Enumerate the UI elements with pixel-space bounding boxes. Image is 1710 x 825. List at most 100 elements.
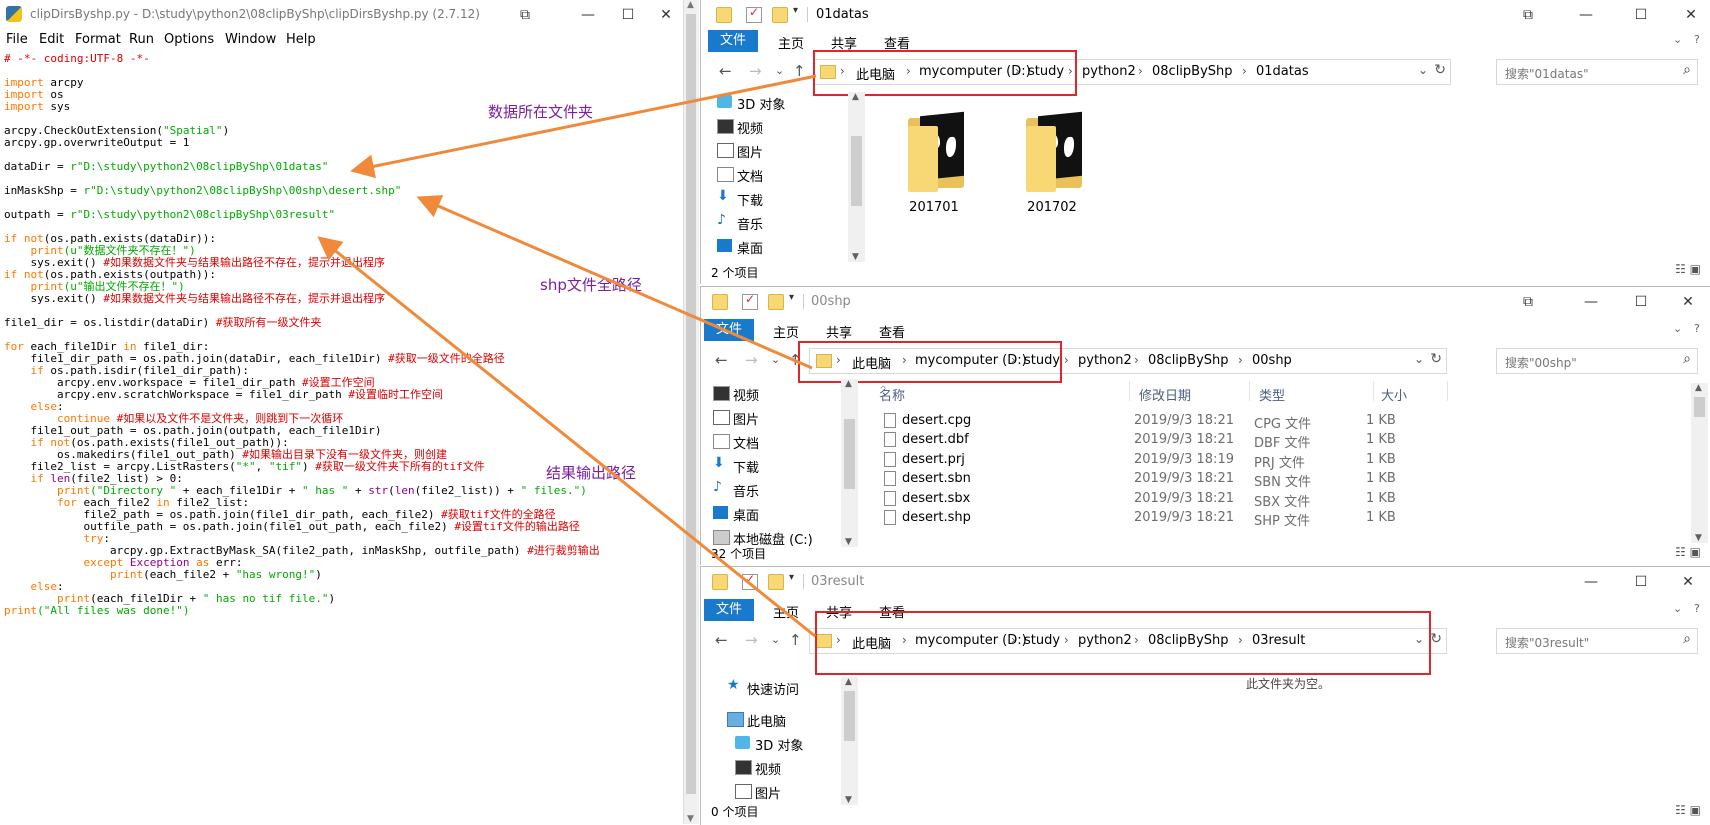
breadcrumb-python2[interactable]: python2 — [1078, 353, 1132, 368]
folder-item[interactable]: 201701 — [894, 108, 974, 215]
search-icon[interactable]: ⌕ — [1683, 631, 1691, 647]
expand-ribbon-icon[interactable]: ⌄ — [1673, 33, 1683, 46]
address-dropdown-icon[interactable]: ⌄ — [1413, 352, 1424, 366]
nav-item-video[interactable]: 视频 — [735, 759, 781, 778]
minimize-button[interactable]: — — [1584, 294, 1598, 310]
tab-view[interactable]: 查看 — [879, 326, 906, 341]
tab-file[interactable]: 文件 — [704, 319, 754, 341]
column-divider[interactable] — [1129, 381, 1130, 401]
nav-item-3d[interactable]: 3D 对象 — [735, 735, 803, 754]
quick-access-dropdown-icon[interactable]: ▾ — [789, 292, 795, 303]
scroll-down-icon[interactable]: ▼ — [845, 795, 852, 805]
scroll-down-icon[interactable]: ▼ — [845, 537, 852, 547]
nav-item-documents[interactable]: 文档 — [717, 166, 763, 185]
breadcrumb-current[interactable]: 03result — [1252, 633, 1306, 648]
breadcrumb-current[interactable]: 01datas — [1256, 64, 1309, 79]
scrollbar-thumb[interactable] — [1694, 397, 1705, 417]
properties-icon[interactable] — [742, 572, 758, 590]
restore-icon[interactable]: ⧉ — [520, 7, 530, 23]
new-folder-icon[interactable] — [768, 294, 784, 310]
nav-item-music[interactable]: ♪音乐 — [717, 212, 763, 233]
nav-pane-scrollbar[interactable]: ▲ ▼ — [841, 677, 858, 805]
new-folder-icon[interactable] — [772, 7, 788, 23]
breadcrumb-python2[interactable]: python2 — [1082, 64, 1136, 79]
breadcrumb-drive-d[interactable]: mycomputer (D:) — [919, 64, 1031, 79]
breadcrumb-python2[interactable]: python2 — [1078, 633, 1132, 648]
tab-file[interactable]: 文件 — [704, 599, 754, 621]
folder-item[interactable]: 201702 — [1012, 108, 1092, 215]
nav-item-pictures[interactable]: 图片 — [717, 142, 763, 161]
tab-home[interactable]: 主页 — [773, 606, 800, 621]
refresh-icon[interactable]: ↻ — [1430, 631, 1442, 647]
nav-pane-scrollbar[interactable]: ▲ ▼ — [841, 379, 858, 547]
scroll-up-icon[interactable]: ▲ — [1695, 383, 1702, 393]
scroll-down-icon[interactable]: ▼ — [852, 252, 859, 262]
address-dropdown-icon[interactable]: ⌄ — [1413, 632, 1424, 646]
nav-item-video[interactable]: 视频 — [717, 118, 763, 137]
scroll-up-icon[interactable]: ▲ — [852, 92, 859, 102]
scroll-up-icon[interactable]: ▲ — [687, 0, 694, 10]
address-dropdown-icon[interactable]: ⌄ — [1417, 63, 1428, 77]
maximize-button[interactable]: ☐ — [1634, 294, 1648, 310]
tab-file[interactable]: 文件 — [708, 30, 758, 52]
column-header-date[interactable]: 修改日期 — [1139, 389, 1192, 404]
scrollbar-thumb[interactable] — [851, 136, 862, 206]
scroll-up-icon[interactable]: ▲ — [845, 677, 852, 687]
breadcrumb-drive-d[interactable]: mycomputer (D:) — [915, 633, 1027, 648]
search-box[interactable]: 搜索"01datas" ⌕ — [1496, 59, 1698, 85]
properties-icon[interactable] — [742, 292, 758, 310]
up-button[interactable]: ↑ — [793, 62, 806, 80]
scroll-down-icon[interactable]: ▼ — [687, 814, 694, 824]
refresh-icon[interactable]: ↻ — [1430, 351, 1442, 367]
view-mode-icons[interactable]: ☷ ▣ — [1675, 545, 1701, 559]
recent-locations-icon[interactable]: ⌄ — [771, 353, 781, 366]
breadcrumb-08clipbyshp[interactable]: 08clipByShp — [1148, 353, 1229, 368]
menu-format[interactable]: Format — [75, 32, 121, 47]
close-button[interactable]: ✕ — [1682, 294, 1694, 310]
back-button[interactable]: ← — [715, 351, 728, 369]
nav-item-pictures[interactable]: 图片 — [713, 409, 759, 428]
restore-icon[interactable]: ⧉ — [1523, 294, 1533, 310]
help-icon[interactable]: ? — [1694, 602, 1700, 615]
breadcrumb-current[interactable]: 00shp — [1252, 353, 1292, 368]
column-divider[interactable] — [1373, 381, 1374, 401]
menu-help[interactable]: Help — [286, 32, 316, 47]
up-button[interactable]: ↑ — [789, 631, 802, 649]
maximize-button[interactable]: ☐ — [1634, 7, 1648, 23]
forward-button[interactable]: → — [745, 631, 758, 649]
properties-icon[interactable] — [746, 5, 762, 23]
help-icon[interactable]: ? — [1694, 322, 1700, 335]
close-button[interactable]: ✕ — [1682, 574, 1694, 590]
search-icon[interactable]: ⌕ — [1683, 62, 1691, 78]
forward-button[interactable]: → — [745, 351, 758, 369]
nav-item-downloads[interactable]: ⬇下载 — [717, 188, 763, 209]
tab-view[interactable]: 查看 — [884, 37, 911, 52]
help-icon[interactable]: ? — [1694, 33, 1700, 46]
menu-run[interactable]: Run — [129, 32, 154, 47]
breadcrumb-study[interactable]: study — [1024, 353, 1061, 368]
close-button[interactable]: ✕ — [660, 7, 672, 23]
column-header-name[interactable]: 名称 — [879, 389, 906, 404]
restore-icon[interactable]: ⧉ — [1523, 7, 1533, 23]
breadcrumb-08clipbyshp[interactable]: 08clipByShp — [1152, 64, 1233, 79]
nav-item-this-pc[interactable]: 此电脑 — [727, 711, 786, 730]
nav-item-desktop[interactable]: 桌面 — [717, 238, 763, 257]
column-header-size[interactable]: 大小 — [1381, 389, 1408, 404]
nav-item-pictures[interactable]: 图片 — [735, 783, 781, 802]
close-button[interactable]: ✕ — [1685, 7, 1697, 23]
search-box[interactable]: 搜索"03result" ⌕ — [1496, 628, 1698, 654]
view-mode-icons[interactable]: ☷ ▣ — [1675, 262, 1701, 276]
back-button[interactable]: ← — [715, 631, 728, 649]
breadcrumb-study[interactable]: study — [1024, 633, 1061, 648]
tab-home[interactable]: 主页 — [778, 37, 805, 52]
scrollbar-thumb[interactable] — [844, 691, 855, 741]
refresh-icon[interactable]: ↻ — [1434, 62, 1446, 78]
breadcrumb-this-pc[interactable]: 此电脑 — [856, 68, 896, 83]
recent-locations-icon[interactable]: ⌄ — [775, 64, 785, 77]
